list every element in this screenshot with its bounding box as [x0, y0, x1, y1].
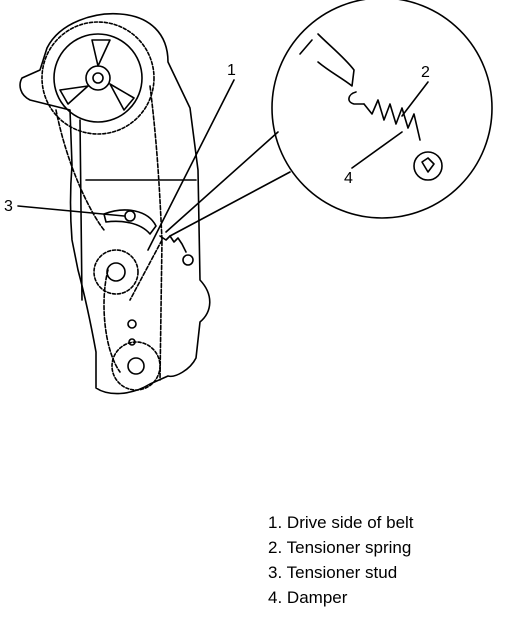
legend-number: 3.: [268, 563, 283, 582]
damper-stud-small: [182, 254, 194, 266]
legend-item-tensioner-spring: 2. Tensioner spring: [268, 535, 414, 560]
timing-belt: [55, 85, 163, 381]
detail-damper-center: [421, 157, 435, 173]
leader-3: [17, 205, 125, 217]
legend: 1. Drive side of belt 2. Tensioner sprin…: [268, 510, 414, 610]
legend-item-drive-side: 1. Drive side of belt: [268, 510, 414, 535]
legend-text: Damper: [286, 588, 348, 607]
callout-2: 2: [421, 64, 430, 81]
camshaft-spokes: [59, 39, 135, 111]
crank-pulley-mark: [127, 319, 137, 329]
tensioner-plate: [103, 209, 157, 235]
callout-4: 4: [344, 170, 353, 187]
callout-3: 3: [4, 198, 13, 215]
tensioner-spring-small: [159, 235, 187, 253]
detail-magnifier: [271, 0, 493, 219]
cover-bolt: [128, 338, 136, 346]
legend-number: 4.: [268, 588, 283, 607]
camshaft-sprocket-rim: [53, 33, 143, 123]
tensioner-pulley-hub: [106, 262, 126, 282]
leader-1: [147, 79, 235, 251]
legend-text: Tensioner stud: [286, 563, 398, 582]
tensioner-stud: [124, 210, 136, 222]
camshaft-hub: [85, 65, 111, 91]
leader-4: [351, 131, 403, 169]
legend-text: Tensioner spring: [286, 538, 412, 557]
crankshaft-hub: [127, 357, 145, 375]
leader-2: [401, 81, 429, 117]
tensioner-pulley: [93, 249, 139, 295]
legend-item-tensioner-stud: 3. Tensioner stud: [268, 560, 414, 585]
camshaft-bolt: [92, 72, 104, 84]
legend-number: 1.: [268, 513, 283, 532]
detail-damper: [413, 151, 443, 181]
camshaft-sprocket: [41, 21, 155, 135]
detail-tensioner-spring: [363, 99, 421, 141]
timing-cover-outline: [19, 12, 211, 395]
detail-spring-hook: [348, 91, 365, 105]
legend-text: Drive side of belt: [286, 513, 414, 532]
callout-1: 1: [227, 62, 236, 79]
cover-inner-edge: [79, 119, 197, 301]
legend-number: 2.: [268, 538, 283, 557]
crankshaft-sprocket: [111, 341, 161, 391]
legend-item-damper: 4. Damper: [268, 585, 414, 610]
magnifier-connector: [165, 131, 291, 237]
detail-tensioner-plate: [299, 33, 355, 87]
